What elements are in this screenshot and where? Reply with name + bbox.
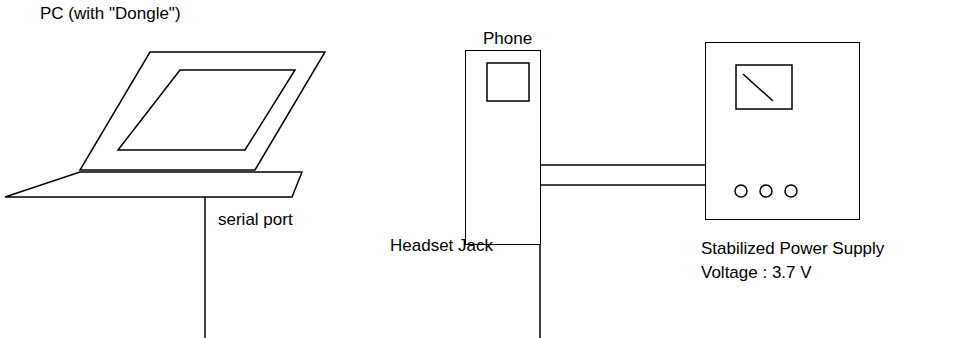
phone-screen [487, 63, 529, 101]
meter-window [736, 65, 792, 109]
power-lead [541, 164, 705, 166]
node-outline [466, 51, 542, 246]
phone-box: Phone [465, 50, 541, 245]
laptop-lid [80, 52, 325, 170]
power-lead [541, 184, 705, 186]
jack-label: Headset Jack [390, 236, 493, 256]
control-knob [760, 185, 772, 197]
node-subtext: Voltage : 3.7 V [701, 263, 812, 283]
node-outline [706, 43, 861, 221]
meter-needle [743, 74, 773, 101]
node-heading: Stabilized Power Supply [701, 239, 884, 259]
node-outline [0, 0, 330, 200]
control-knob [785, 185, 797, 197]
power-supply-box: Stabilized Power SupplyVoltage : 3.7 V [705, 42, 860, 220]
laptop-screen [118, 70, 295, 150]
laptop-node: PC (with "Dongle") [0, 0, 330, 200]
laptop-base [5, 172, 302, 197]
control-knob [735, 185, 747, 197]
serial-cable [204, 197, 206, 338]
headset-cable [539, 245, 541, 338]
node-heading: PC (with "Dongle") [40, 4, 181, 24]
node-heading: Phone [483, 29, 532, 49]
port-label: serial port [218, 210, 293, 230]
